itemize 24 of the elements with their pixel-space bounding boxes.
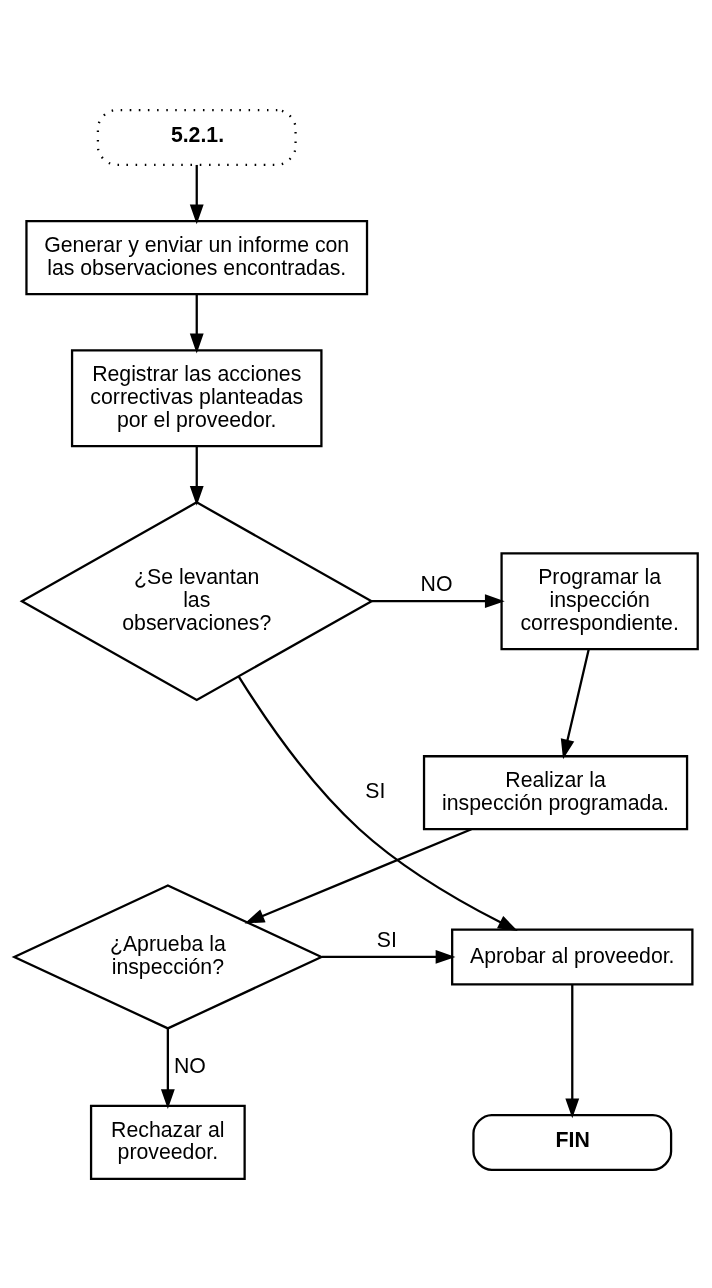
node-box: Rechazar al proveedor. <box>89 1104 246 1180</box>
node-box: 5.2.1. <box>96 108 297 166</box>
node-box: Aprobar al proveedor. <box>451 927 694 985</box>
node-diamond: ¿Aprueba la inspección? <box>11 883 325 1030</box>
arrow <box>321 949 456 964</box>
node-box: FIN <box>472 1113 673 1171</box>
arrow <box>237 675 518 931</box>
edge-label: NO <box>420 571 453 596</box>
arrow <box>189 294 204 353</box>
node-box: Programar la inspección correspondiente. <box>500 551 699 650</box>
edge-label: NO <box>173 1053 206 1078</box>
arrow <box>565 984 580 1118</box>
arrow <box>160 1028 175 1109</box>
arrow <box>244 827 472 923</box>
arrow <box>189 164 204 224</box>
edge-label: SI <box>376 927 397 952</box>
edge-label: SI <box>365 778 386 803</box>
node-diamond: ¿Se levantan las observaciones? <box>19 500 374 701</box>
node-box: Realizar la inspección programada. <box>422 754 689 830</box>
arrow <box>371 593 505 608</box>
node-box: Generar y enviar un informe con las observaciones encontradas. <box>25 219 369 295</box>
arrow <box>189 446 204 506</box>
node-box: Registrar las acciones correctivas planteadas por el proveedor. <box>70 348 323 447</box>
arrow <box>560 648 590 759</box>
